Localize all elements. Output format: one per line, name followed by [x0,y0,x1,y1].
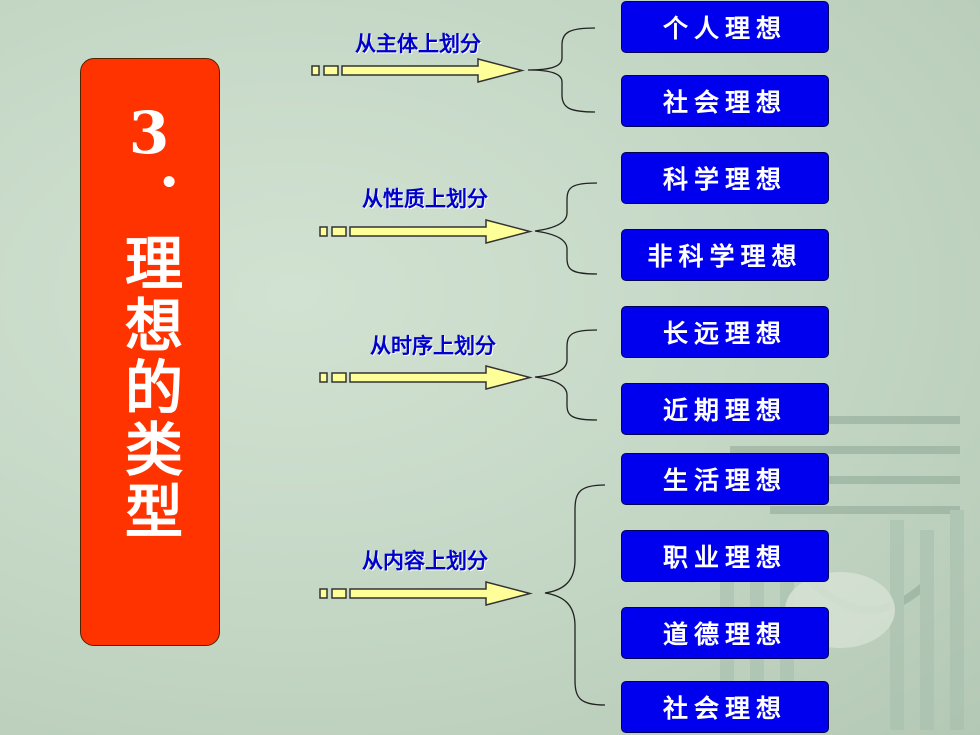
brace-subject [527,27,596,113]
item-social-ideal: 社会理想 [621,75,829,127]
item-life-ideal: 生活理想 [621,453,829,505]
item-unscientific-ideal: 非科学理想 [621,229,829,281]
brace-time [534,329,598,421]
title-box: 3．理想的类型 [80,58,220,646]
item-scientific-ideal: 科学理想 [621,152,829,204]
arrow-time [319,365,533,390]
item-career-ideal: 职业理想 [621,530,829,582]
arrow-nature [319,219,533,244]
arrow-subject [311,58,525,83]
brace-content [544,484,606,706]
group-label-time: 从时序上划分 [370,334,496,358]
item-social-ideal-2: 社会理想 [621,681,829,733]
page-title: 3．理想的类型 [115,99,183,543]
group-label-content: 从内容上划分 [362,549,488,573]
group-label-nature: 从性质上划分 [362,187,488,211]
item-short-term-ideal: 近期理想 [621,383,829,435]
item-personal-ideal: 个人理想 [621,1,829,53]
group-label-subject: 从主体上划分 [355,32,481,56]
item-long-term-ideal: 长远理想 [621,306,829,358]
brace-nature [534,182,598,275]
item-moral-ideal: 道德理想 [621,607,829,659]
arrow-content [319,581,533,606]
